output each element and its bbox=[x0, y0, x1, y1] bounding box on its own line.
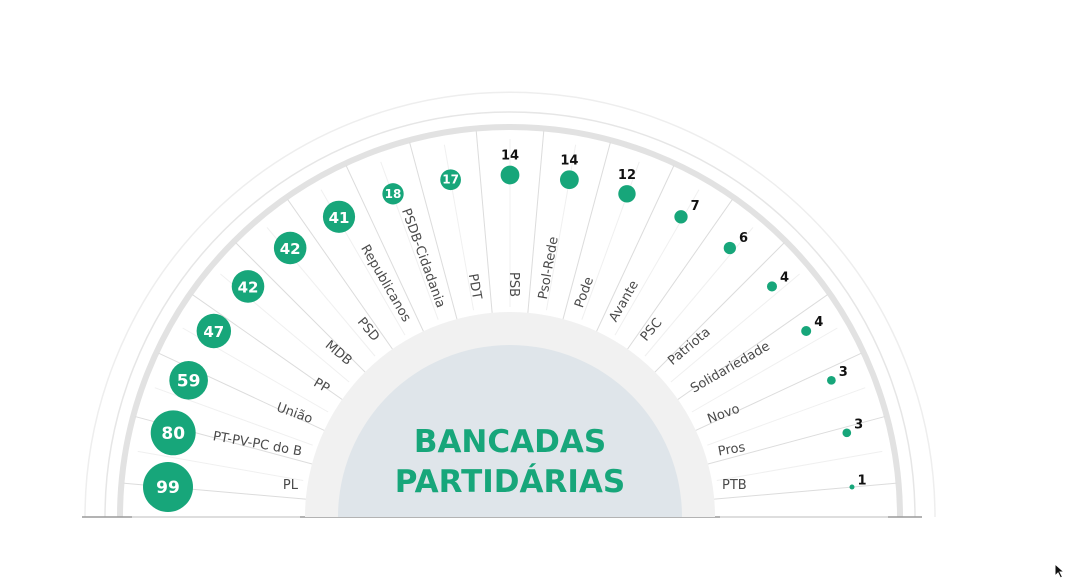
party-guide-line bbox=[137, 450, 304, 482]
party-guide-line bbox=[670, 273, 800, 383]
party-value: 12 bbox=[618, 168, 636, 183]
divider-spoke bbox=[475, 130, 496, 343]
party-label-psd: PSD bbox=[354, 315, 382, 345]
party-value: 7 bbox=[691, 199, 700, 214]
party-value: 4 bbox=[814, 315, 823, 330]
divider-spoke bbox=[609, 198, 733, 374]
party-value: 14 bbox=[501, 149, 519, 164]
party-bubble bbox=[150, 410, 196, 456]
divider-spoke bbox=[554, 142, 611, 349]
party-bubble bbox=[143, 462, 193, 512]
party-value: 3 bbox=[839, 365, 848, 380]
party-label-solidariedade: Solidariedade bbox=[688, 339, 773, 397]
party-guide-line bbox=[716, 450, 883, 482]
party-value: 6 bbox=[739, 231, 748, 246]
chart-center: BANCADAS PARTIDÁRIAS bbox=[305, 312, 715, 517]
party-value: 18 bbox=[385, 187, 402, 201]
party-bubble bbox=[440, 169, 461, 191]
party-label-uniao: União bbox=[274, 400, 314, 427]
party-value: 17 bbox=[442, 173, 459, 187]
party-value: 14 bbox=[560, 153, 578, 168]
party-label-pode: Pode bbox=[572, 275, 597, 310]
divider-spoke bbox=[524, 130, 545, 343]
party-bubble bbox=[322, 200, 356, 233]
party-label-pl: PL bbox=[283, 478, 299, 493]
party-bubble bbox=[849, 484, 855, 490]
party-value: 42 bbox=[280, 240, 301, 258]
party-bubble bbox=[231, 270, 265, 303]
party-bubble bbox=[559, 170, 579, 190]
party-label-pp: PP bbox=[311, 376, 332, 397]
party-bubble bbox=[382, 183, 404, 205]
mouse-pointer-icon bbox=[1054, 563, 1066, 579]
divider-spoke bbox=[684, 482, 897, 503]
party-label-psol-rede: Psol-Rede bbox=[536, 236, 562, 301]
party-value: 4 bbox=[780, 270, 789, 285]
party-bubbles bbox=[143, 165, 855, 512]
party-value: 41 bbox=[329, 209, 350, 227]
party-value: 42 bbox=[238, 278, 259, 296]
divider-spoke bbox=[409, 142, 466, 349]
outer-rail-thin-inner bbox=[104, 111, 916, 518]
divider-spoke bbox=[287, 198, 411, 374]
party-bubble bbox=[618, 185, 636, 203]
party-guide-line bbox=[707, 387, 866, 446]
divider-spoke bbox=[678, 416, 885, 473]
party-guide-line bbox=[614, 189, 700, 336]
party-bubble bbox=[674, 210, 688, 224]
party-bubble bbox=[196, 313, 232, 349]
party-bubble bbox=[842, 428, 852, 438]
party-value: 1 bbox=[858, 473, 867, 488]
party-label-patriota: Patriota bbox=[665, 325, 713, 369]
chart-spokes bbox=[123, 130, 897, 518]
party-label-avante: Avante bbox=[606, 278, 642, 325]
divider-spoke bbox=[633, 242, 785, 394]
party-label-mdb: MDB bbox=[322, 338, 355, 369]
party-value: 47 bbox=[203, 323, 224, 341]
party-label-pdt: PDT bbox=[465, 273, 484, 301]
party-guide-line bbox=[691, 327, 838, 413]
party-bubble bbox=[169, 360, 208, 400]
divider-spoke bbox=[653, 294, 829, 418]
party-value: 80 bbox=[161, 424, 185, 444]
party-label-novo: Novo bbox=[705, 402, 741, 428]
party-label-ptb: PTB bbox=[722, 478, 747, 493]
party-values: 99 80 59 47 42 42 41 18 17 14 14 12 7 6 4 4 3 3 1 bbox=[156, 149, 866, 498]
party-label-pt-pv-pc-do-b: PT-PV-PC do B bbox=[212, 429, 303, 459]
chart-title-line-2: PARTIDÁRIAS bbox=[395, 464, 625, 500]
outer-rail-thick bbox=[117, 124, 903, 518]
divider-spoke bbox=[345, 165, 437, 359]
party-bubble bbox=[801, 325, 812, 337]
divider-spoke bbox=[583, 165, 675, 359]
center-core bbox=[338, 345, 682, 517]
party-label-pros: Pros bbox=[717, 440, 747, 460]
outer-rail-thin-outer bbox=[84, 91, 936, 518]
party-bubble bbox=[500, 165, 520, 185]
party-label-republicanos: Republicanos bbox=[357, 242, 413, 325]
divider-spoke bbox=[235, 242, 387, 394]
party-bubble bbox=[723, 241, 736, 255]
divider-spoke bbox=[191, 294, 367, 418]
party-label-psb: PSB bbox=[506, 272, 521, 297]
party-value: 3 bbox=[854, 417, 863, 432]
party-bubble bbox=[766, 281, 778, 292]
party-value: 59 bbox=[177, 371, 201, 391]
party-bubble bbox=[827, 375, 836, 385]
party-label-psc: PSC bbox=[638, 316, 666, 345]
party-bubble bbox=[273, 231, 307, 265]
chart-title-line-1: BANCADAS bbox=[414, 424, 606, 460]
party-value: 99 bbox=[156, 478, 180, 498]
divider-spoke bbox=[668, 352, 862, 444]
